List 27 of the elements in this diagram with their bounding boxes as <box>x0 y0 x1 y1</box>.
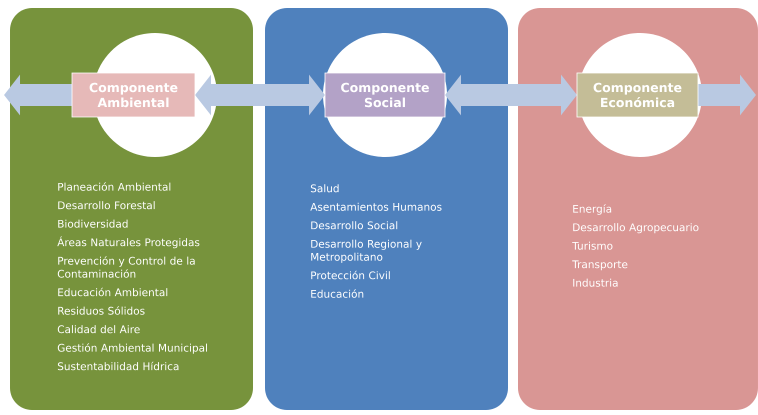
node-label: Asentamientos Humanos <box>310 202 442 211</box>
title-box: Componente Económica <box>576 72 698 118</box>
node-label: Turismo <box>572 242 612 250</box>
node-label: Educación Ambiental <box>58 288 168 296</box>
node-label: Transporte <box>572 260 628 270</box>
node-label: Energía <box>573 204 612 215</box>
node-label: Desarrollo Social <box>311 221 398 230</box>
node-label: Planeación Ambiental <box>58 182 170 191</box>
node-label: Gestión Ambiental Municipal <box>58 343 207 354</box>
node-label: Prevención y Control de la Contaminación <box>58 256 195 278</box>
node-label: Desarrollo Regional y Metropolitano <box>311 240 422 263</box>
node-label: Educación <box>311 289 364 298</box>
item-list: Energía Desarrollo Agropecuario Turismo Transporte Industria <box>572 204 698 287</box>
node-label: Áreas Naturales Protegidas <box>57 236 200 248</box>
title-box: Componente Social <box>324 72 446 118</box>
node-label: Sustentabilidad Hídrica <box>58 362 178 370</box>
node-label: Residuos Sólidos <box>58 306 145 315</box>
node-label: Industria <box>573 278 618 287</box>
node-label: Biodiversidad <box>58 220 128 228</box>
node-label: Salud <box>310 184 339 192</box>
node-label: Protección Civil <box>311 270 390 280</box>
node-label: Calidad del Aire <box>58 325 140 334</box>
title-box: Componente Ambiental <box>72 72 196 118</box>
node-label: Desarrollo Forestal <box>58 201 155 210</box>
item-list: Salud Asentamientos Humanos Desarrollo Social Desarrollo Regional y Metropolitano Protección Civil Educación <box>310 184 442 298</box>
node-label: Desarrollo Agropecuario <box>573 223 698 234</box>
item-list: Planeación Ambiental Desarrollo Forestal Biodiversidad Áreas Naturales Protegidas Prevención y Control de la Contaminación Educación Ambiental Residuos Sólidos Calidad del Aire Gestión Ambiental Municipal Sustentabilidad Hídrica <box>57 182 207 370</box>
